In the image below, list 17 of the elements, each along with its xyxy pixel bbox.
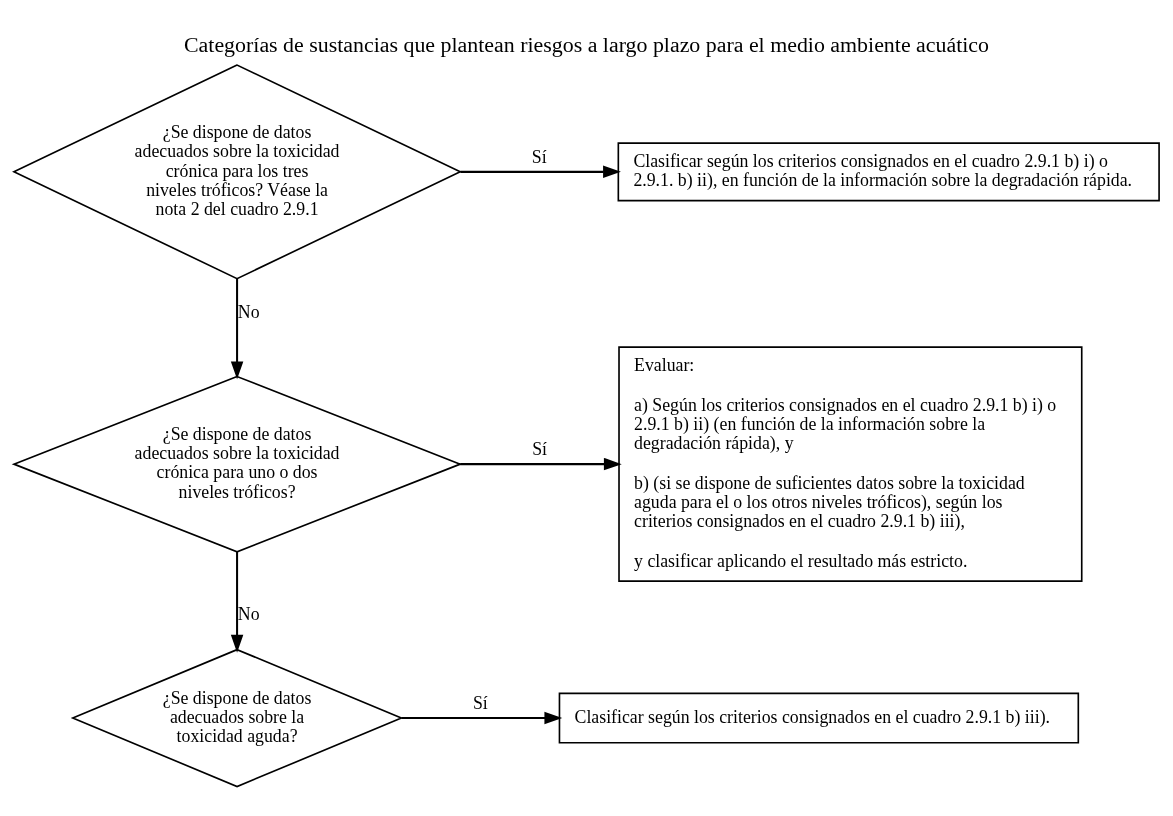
arrow <box>460 457 622 471</box>
edge-label: Sí <box>531 146 547 167</box>
node-box: Clasificar según los criterios consignados en el cuadro 2.9.1 b) i) o 2.9.1. b) ii), en función de la información sobre la degradación rápida. <box>617 142 1160 202</box>
node-diamond: ¿Se dispone de datos adecuados sobre la toxicidad crónica para uno o dos niveles tróficos? <box>11 375 463 553</box>
edge-label: No <box>237 604 260 625</box>
arrow <box>401 711 563 725</box>
node-box: Evaluar: a) Según los criterios consignados en el cuadro 2.9.1 b) i) o 2.9.1 b) ii) (en función de la información sobre la degradación rápida), y b) (si se dispone de suficientes datos sobre la toxicidad aguda para el o los otros niveles tróficos), según los criterios consignados en el cuadro 2.9.1 b) iii), y clasificar aplicando el resultado más estricto. <box>618 346 1083 582</box>
arrow <box>460 165 621 179</box>
arrow <box>230 278 244 380</box>
edge-label: Sí <box>532 439 548 460</box>
edge-label: Sí <box>472 693 488 714</box>
node-box: Clasificar según los criterios consignados en el cuadro 2.9.1 b) iii). <box>558 692 1080 744</box>
node-diamond: ¿Se dispone de datos adecuados sobre la toxicidad crónica para los tres niveles tróficos? Véase la nota 2 del cuadro 2.9.1 <box>12 64 463 280</box>
edge-label: No <box>237 301 260 322</box>
node-diamond: ¿Se dispone de datos adecuados sobre la toxicidad aguda? <box>70 648 404 788</box>
diagram-title: Categorías de sustancias que plantean riesgos a largo plazo para el medio ambiente acuático <box>184 32 989 58</box>
arrow <box>230 551 244 653</box>
